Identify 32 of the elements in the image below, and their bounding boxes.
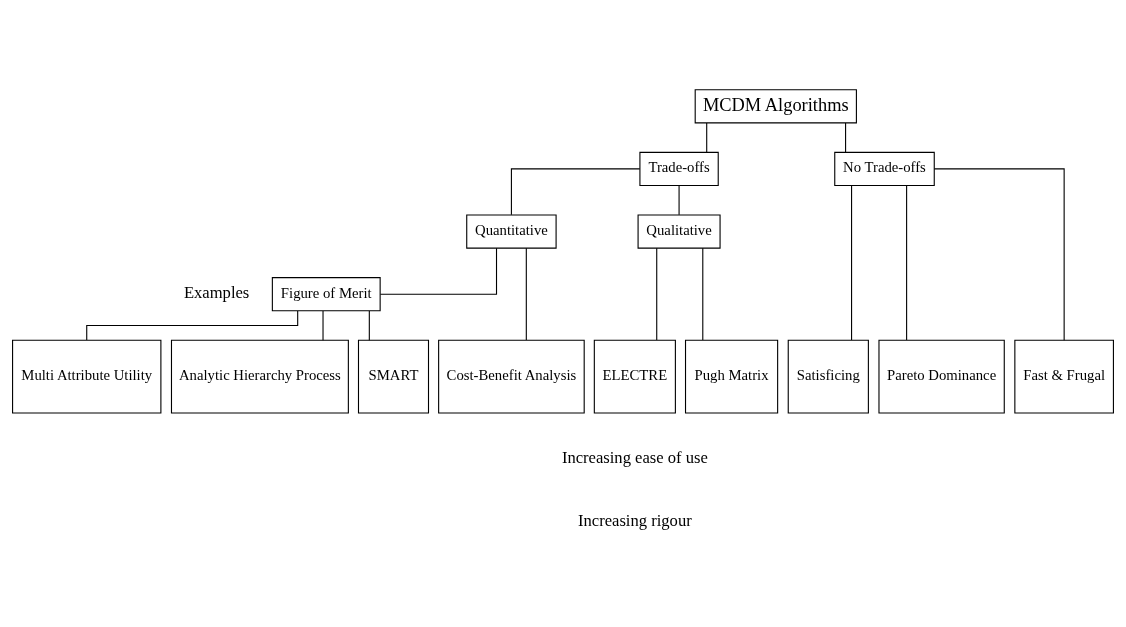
connector bbox=[656, 247, 658, 341]
node-box: Qualitative bbox=[637, 213, 721, 249]
node-box: Satisficing bbox=[787, 339, 869, 414]
connector bbox=[906, 184, 908, 340]
connector bbox=[322, 309, 324, 341]
connector bbox=[678, 184, 680, 215]
node-box: Quantitative bbox=[466, 213, 557, 249]
connector bbox=[379, 247, 498, 295]
node-box: No Trade-offs bbox=[834, 151, 935, 186]
node-box: SMART bbox=[357, 339, 430, 414]
connector bbox=[525, 247, 527, 341]
node-box: Pugh Matrix bbox=[684, 339, 779, 414]
connector bbox=[368, 309, 370, 341]
node-box: Pareto Dominance bbox=[878, 339, 1005, 414]
node-box: Figure of Merit bbox=[271, 276, 381, 311]
connector bbox=[86, 309, 299, 341]
connector bbox=[706, 122, 708, 153]
connector bbox=[510, 167, 641, 215]
label: Examples bbox=[183, 282, 250, 302]
connector bbox=[851, 184, 853, 340]
label: Increasing rigour bbox=[578, 510, 692, 530]
connector bbox=[933, 167, 1065, 341]
label: Increasing ease of use bbox=[561, 447, 708, 467]
node-box: Fast & Frugal bbox=[1014, 339, 1114, 414]
node-box: Multi Attribute Utility bbox=[12, 339, 162, 414]
node-box: MCDM Algorithms bbox=[694, 88, 857, 123]
connector bbox=[845, 122, 847, 153]
node-box: Trade-offs bbox=[639, 151, 719, 186]
node-box: Analytic Hierarchy Process bbox=[170, 339, 349, 414]
node-box: Cost-Benefit Analysis bbox=[438, 339, 585, 414]
node-box: ELECTRE bbox=[593, 339, 676, 414]
connector bbox=[702, 247, 704, 341]
